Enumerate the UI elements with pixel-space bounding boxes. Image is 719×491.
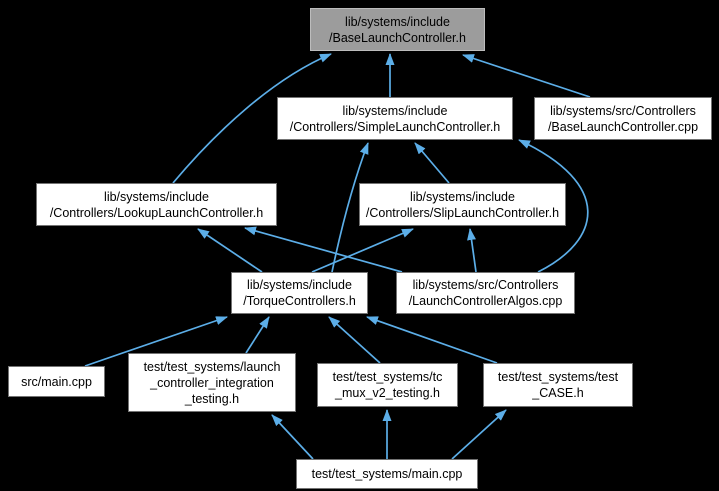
node-label-line: src/main.cpp [21, 374, 92, 389]
node-label-line: /Controllers/SimpleLaunchController.h [289, 119, 501, 134]
edge-test-case-h-to-torque-h [366, 316, 498, 364]
edge-test-main-to-test-case-h [451, 409, 507, 460]
graph-node-torque-h[interactable]: lib/systems/include/TorqueControllers.h [231, 272, 368, 314]
edge-test-main-to-launch-integration-h [271, 414, 314, 460]
edge-tc-mux-h-to-torque-h [328, 316, 381, 364]
graph-node-test-case-h[interactable]: test/test_systems/test _CASE.h [483, 363, 633, 407]
edge-algos-cpp-to-simple-h [518, 139, 589, 273]
edge-algos-cpp-to-lookup-h [244, 226, 403, 273]
graph-node-launch-integration-h[interactable]: test/test_systems/launch_controller_inte… [128, 353, 296, 412]
graph-node-slip-h[interactable]: lib/systems/include/Controllers/SlipLaun… [359, 183, 566, 226]
node-label-line: test/test_systems/main.cpp [311, 467, 463, 481]
node-label-line: lib/systems/include [410, 189, 515, 204]
edge-launch-integration-h-to-torque-h [245, 316, 270, 354]
node-label-line: lib/systems/include [342, 103, 448, 118]
node-label-line: /TorqueControllers.h [243, 294, 356, 308]
edge-torque-h-to-slip-h [311, 228, 414, 273]
edge-algos-cpp-to-slip-h [467, 228, 477, 273]
node-label-line: lib/systems/include [345, 14, 450, 29]
graph-node-tc-mux-h[interactable]: test/test_systems/tc _mux_v2_testing.h [317, 363, 458, 407]
edge-lookup-h-to-base-h [172, 53, 332, 184]
node-label-line: /Controllers/LookupLaunchController.h [49, 205, 264, 220]
edge-torque-h-to-lookup-h [197, 228, 263, 273]
node-label-line: /Controllers/SlipLaunchController.h [365, 205, 560, 220]
graph-node-simple-h[interactable]: lib/systems/include/Controllers/SimpleLa… [277, 97, 513, 140]
edge-base-cpp-to-base-h [462, 54, 591, 98]
node-label-line: /LaunchControllerAlgos.cpp [408, 294, 563, 308]
node-label-line: _mux_v2_testing.h [335, 386, 440, 400]
node-label-line: test/test_systems/test [497, 370, 619, 384]
graph-node-base-h[interactable]: lib/systems/include/BaseLaunchController… [310, 8, 485, 51]
node-label-line: lib/systems/include [247, 278, 352, 292]
node-label-line: _controller_integration [150, 375, 274, 390]
graph-node-algos-cpp[interactable]: lib/systems/src/Controllers/LaunchContro… [396, 272, 575, 314]
graph-node-test-main[interactable]: test/test_systems/main.cpp [296, 459, 478, 489]
node-label-line: _testing.h [184, 391, 240, 406]
node-label-line: test/test_systems/tc [332, 370, 443, 384]
node-label-line: lib/systems/src/Controllers [412, 278, 559, 292]
node-label-line: _CASE.h [532, 386, 584, 400]
node-label-line: /BaseLaunchController.h [329, 30, 466, 45]
node-label-line: test/test_systems/launch [143, 359, 281, 374]
graph-node-src-main[interactable]: src/main.cpp [8, 366, 105, 397]
node-label-line: lib/systems/include [104, 189, 209, 204]
edge-slip-h-to-simple-h [414, 142, 450, 184]
graph-node-lookup-h[interactable]: lib/systems/include/Controllers/LookupLa… [36, 183, 277, 226]
graph-node-base-cpp[interactable]: lib/systems/src/Controllers/BaseLaunchCo… [534, 97, 712, 140]
edge-src-main-to-torque-h [84, 316, 228, 367]
node-label-line: lib/systems/src/Controllers [550, 103, 696, 118]
node-label-line: /BaseLaunchController.cpp [547, 119, 699, 134]
